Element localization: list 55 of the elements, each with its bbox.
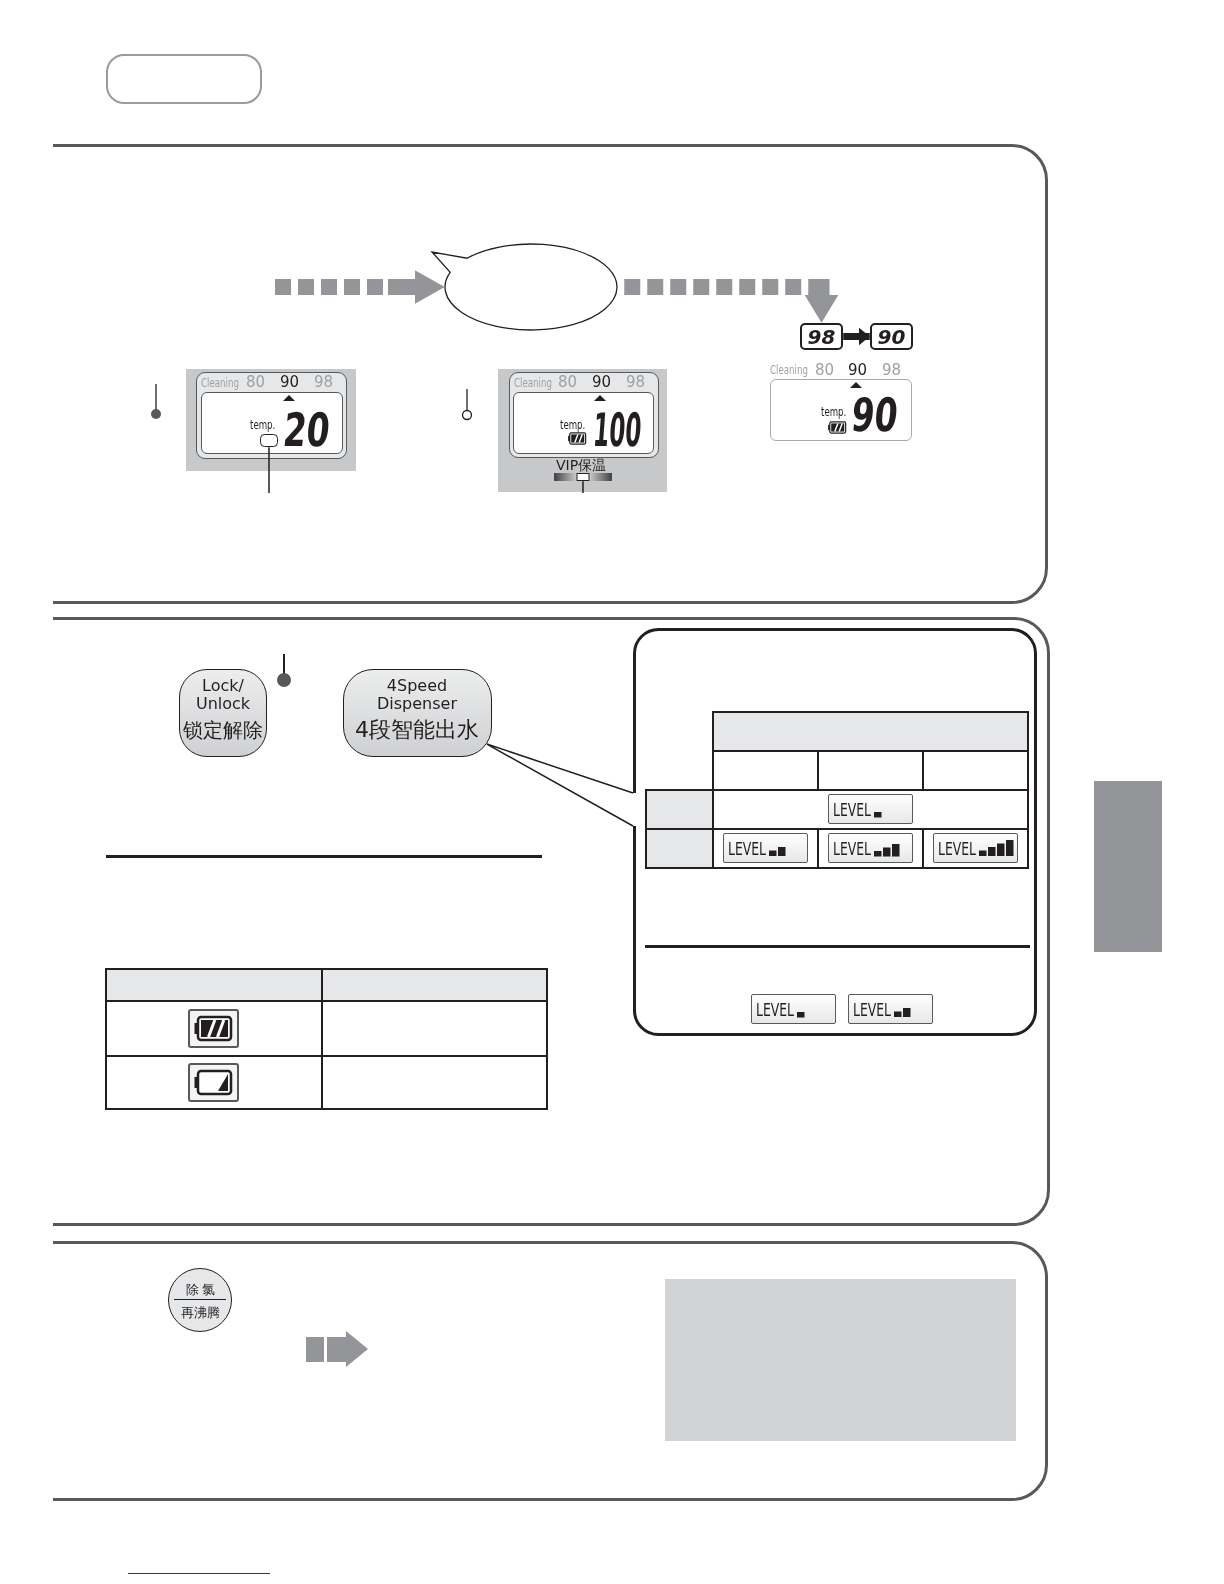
- level-badge: [933, 833, 1018, 863]
- side-tab: [1094, 781, 1162, 952]
- level-badge: [828, 833, 913, 863]
- speech-bubble: [430, 242, 620, 332]
- chinese-label: 锁定解除: [181, 719, 264, 741]
- temperature-readout: 100: [591, 407, 643, 453]
- leader-line: [268, 446, 270, 494]
- level-badge: [723, 833, 808, 863]
- temperature-option: 90: [592, 375, 612, 390]
- digit-readout: 98: [806, 327, 837, 347]
- arrow: [843, 327, 870, 346]
- level-label: LEVEL: [728, 841, 766, 858]
- temperature-option: 90: [280, 375, 300, 390]
- temperature-readout: 90: [849, 392, 900, 438]
- callout-panel: [633, 628, 1037, 1036]
- temperature-option: 80: [558, 375, 578, 390]
- temperature-readout: 20: [281, 407, 332, 453]
- arrow: [275, 270, 445, 304]
- mode-label: Cleaning: [514, 377, 552, 389]
- chinese-label: 再沸腾: [179, 1305, 221, 1320]
- temp-label: temp.: [821, 406, 847, 418]
- level-label: LEVEL: [853, 1002, 891, 1019]
- digit-readout: 90: [876, 327, 907, 347]
- level-badge: [828, 794, 913, 824]
- mode-label: Cleaning: [770, 364, 808, 376]
- digit-box: [870, 323, 913, 350]
- temp-label: temp.: [250, 419, 276, 431]
- temperature-option: 98: [626, 375, 646, 390]
- lcd-panel: [186, 369, 356, 471]
- panel-key: [343, 669, 492, 757]
- temperature-option: 80: [815, 363, 835, 378]
- temperature-option: 80: [246, 375, 266, 390]
- level-badge: [848, 994, 933, 1024]
- leader-line: [582, 480, 584, 494]
- temperature-option: 98: [882, 363, 902, 378]
- level-label: LEVEL: [833, 841, 871, 858]
- indicator-label: VIP保温: [556, 458, 607, 472]
- indicator-bar: [554, 473, 612, 481]
- level-label: LEVEL: [833, 802, 871, 819]
- temperature-option: 90: [848, 363, 868, 378]
- lcd-panel: [498, 369, 667, 492]
- digit-box: [800, 323, 843, 350]
- level-badge: [751, 994, 836, 1024]
- level-label: LEVEL: [756, 1002, 794, 1019]
- chinese-label: 4段智能出水: [354, 718, 480, 742]
- chinese-label: 除氯: [184, 1282, 219, 1297]
- english-label: 4Speed Dispenser: [376, 677, 458, 713]
- english-label: Lock/ Unlock: [194, 677, 252, 713]
- panel-key: [179, 669, 267, 757]
- temp-label: temp.: [560, 419, 586, 431]
- icon-frame: [260, 434, 278, 447]
- mode-label: Cleaning: [201, 377, 239, 389]
- temperature-option: 98: [314, 375, 334, 390]
- level-label: LEVEL: [938, 841, 976, 858]
- callout-pointer: [486, 743, 634, 827]
